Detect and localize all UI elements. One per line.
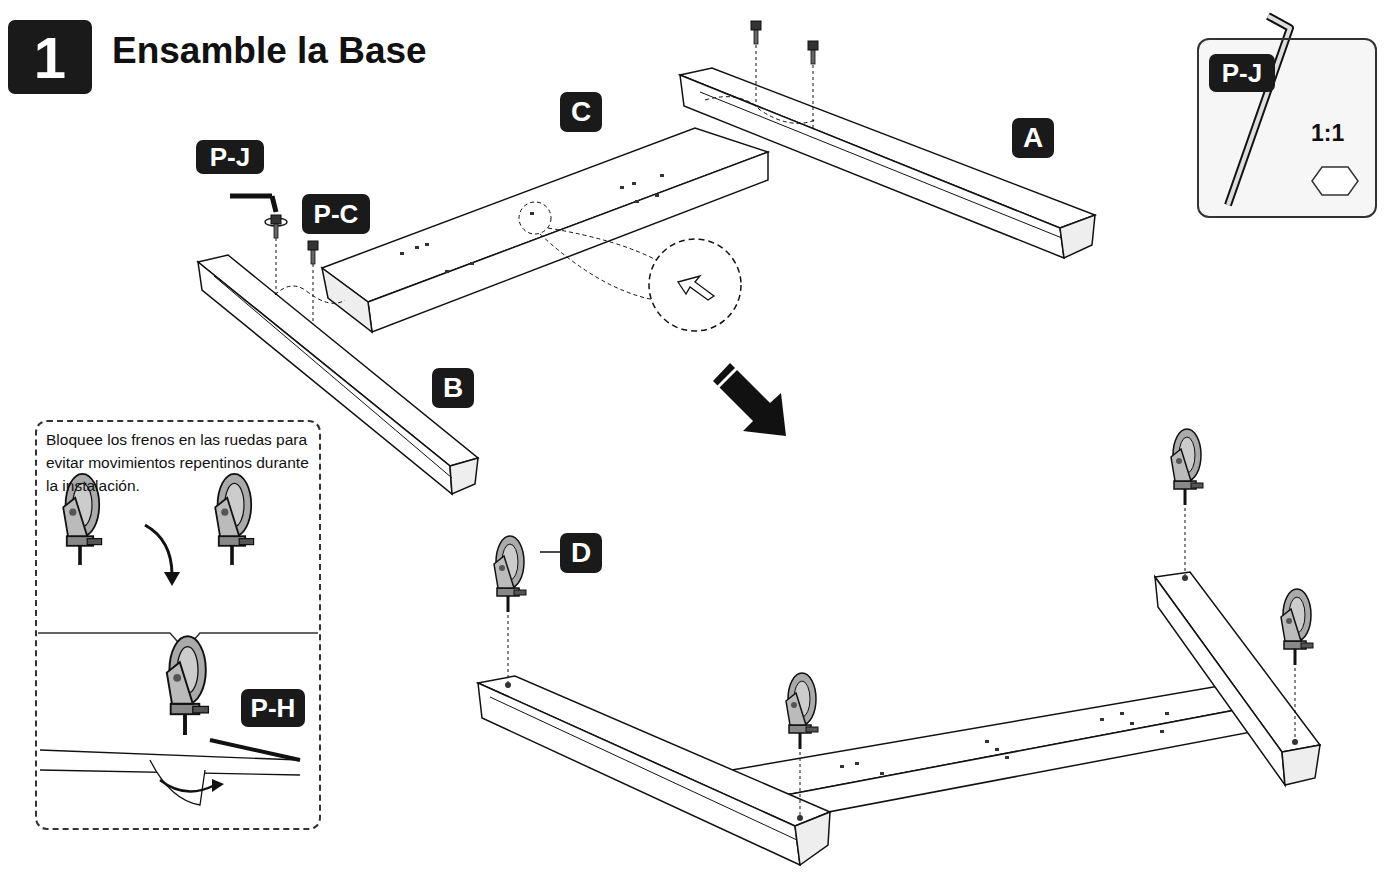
tool-label: P-J: [1209, 54, 1275, 92]
label-text: P-J: [210, 142, 250, 173]
part-label: P-J: [196, 140, 264, 174]
part-label: D: [560, 533, 602, 573]
label-text: P-H: [251, 693, 296, 724]
label-text: D: [571, 537, 591, 569]
label-text: 1: [34, 24, 66, 91]
note-box: Bloquee los frenos en las ruedas para ev…: [35, 420, 321, 830]
tool-label: P-H: [241, 689, 305, 727]
label-text: P-J: [1222, 58, 1262, 89]
note-text: Bloquee los frenos en las ruedas para ev…: [46, 428, 318, 497]
label-text: B: [443, 372, 463, 404]
part-label: B: [432, 368, 474, 408]
part-label: C: [560, 92, 602, 132]
label-text: C: [571, 96, 591, 128]
step-number: 1: [8, 20, 92, 94]
part-label: P-C: [302, 194, 370, 234]
step-title: Ensamble la Base: [112, 30, 427, 72]
label-text: P-C: [314, 199, 359, 230]
tool-box: 1:1 P-J: [1197, 38, 1377, 218]
part-label: A: [1012, 118, 1054, 158]
scale-ratio: 1:1: [1311, 120, 1344, 147]
label-text: A: [1023, 122, 1043, 154]
